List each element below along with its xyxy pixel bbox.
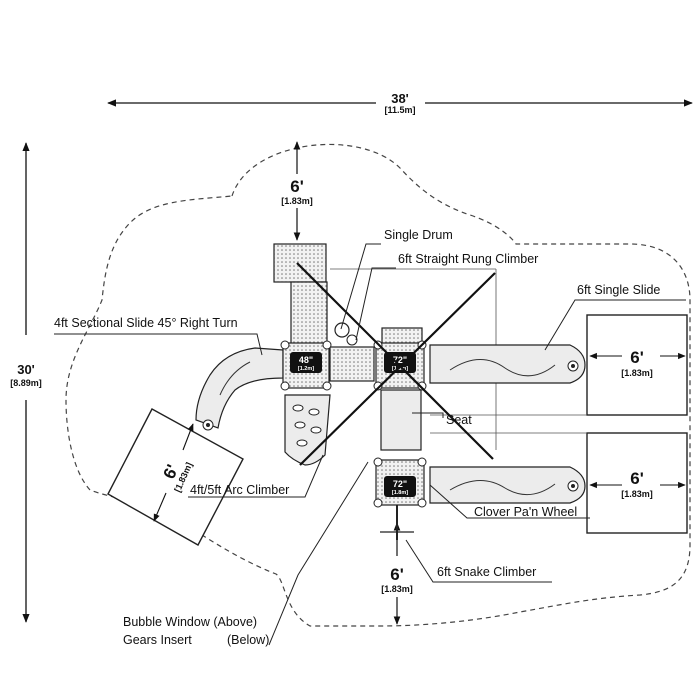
lower-ft: 6': [630, 469, 644, 488]
deck-bottom-metric: [1.8m]: [392, 490, 408, 496]
dimension-overall-width: 38' [11.5m]: [107, 91, 693, 115]
top-ft: 6': [290, 177, 304, 196]
top-m: [1.83m]: [281, 196, 313, 206]
deck-bottom: 72" [1.8m]: [373, 457, 427, 508]
deck-bridge: [329, 327, 423, 451]
bottom-m: [1.83m]: [381, 584, 413, 594]
snake-climber: [380, 505, 414, 540]
deck-center-height: 72": [393, 355, 407, 365]
label-rung-climber: 6ft Straight Rung Climber: [398, 252, 538, 266]
single-slide-lower: [429, 466, 586, 504]
single-slide-upper: [429, 344, 586, 384]
upper-climber-column: [273, 243, 358, 346]
slide-zone-lower: 6' [1.83m]: [586, 432, 688, 534]
deck-left-metric: [1.2m]: [298, 366, 314, 372]
depth-m: [8.89m]: [10, 378, 42, 388]
label-arc-climber: 4ft/5ft Arc Climber: [190, 483, 289, 497]
label-gears-insert: Gears Insert: [123, 633, 192, 647]
label-sectional-slide: 4ft Sectional Slide 45° Right Turn: [54, 316, 238, 330]
dimension-clearance-top: 6' [1.83m]: [281, 141, 313, 241]
sectional-slide: [195, 347, 284, 431]
leader-lines: [54, 243, 686, 646]
label-snake-climber: 6ft Snake Climber: [437, 565, 536, 579]
dimension-overall-depth: 30' [8.89m]: [10, 142, 42, 623]
slide-zone-left: 6' [1.83m]: [107, 408, 244, 546]
label-clover-wheel: Clover Pa'n Wheel: [474, 505, 577, 519]
width-m: [11.5m]: [384, 105, 415, 115]
deck-left-height: 48": [299, 355, 313, 365]
label-single-drum: Single Drum: [384, 228, 453, 242]
deck-bottom-height: 72": [393, 479, 407, 489]
label-single-slide: 6ft Single Slide: [577, 283, 660, 297]
width-ft: 38': [391, 91, 409, 106]
slide-zone-upper: 6' [1.83m]: [586, 314, 688, 416]
label-bubble-window: Bubble Window (Above): [123, 615, 257, 629]
safety-zone-outline: [65, 143, 691, 627]
lower-m: [1.83m]: [621, 489, 653, 499]
bottom-ft: 6': [390, 565, 404, 584]
depth-ft: 30': [17, 362, 35, 377]
rung-climber-bracing: [296, 262, 496, 466]
deck-center-metric: [1.8m]: [392, 366, 408, 372]
arc-climber: [284, 394, 331, 466]
upper-ft: 6': [630, 348, 644, 367]
label-gears-position: (Below): [227, 633, 269, 647]
deck-left: 48" [1.2m]: [280, 340, 332, 391]
upper-m: [1.83m]: [621, 368, 653, 378]
label-seat: Seat: [446, 413, 472, 427]
